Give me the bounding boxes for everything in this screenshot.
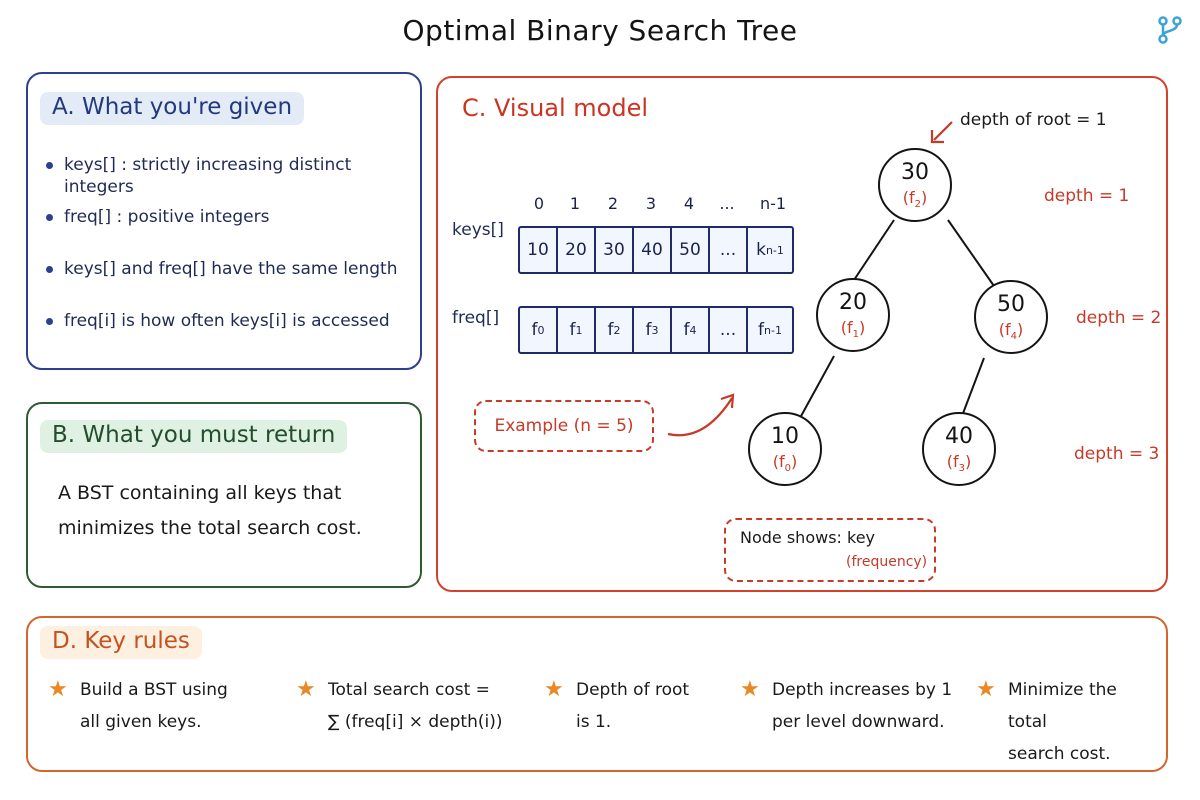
example-box: Example (n = 5) [474,400,654,452]
bullet-icon [46,266,53,273]
given-list: keys[] : strictly increasing distinct in… [42,154,420,362]
node-key: 50 [997,292,1025,317]
node-key: 10 [771,424,799,449]
star-icon: ★ [740,677,760,702]
page-title: Optimal Binary Search Tree [402,14,798,47]
star-icon: ★ [48,677,68,702]
tree-node-30: 30 (f2) [878,148,952,222]
tree-node-40: 40 (f3) [922,412,996,486]
root-arrow [933,121,953,141]
keys-cell: 20 [558,228,596,272]
example-arrow [667,397,733,437]
rule-item: ★ Depth increases by 1 per level downwar… [740,674,976,770]
rule-item: ★ Build a BST using all given keys. [48,674,296,770]
legend-sub-text: (frequency) [846,554,928,570]
tree-node-20: 20 (f1) [816,278,890,352]
node-frequency: (f0) [772,452,798,475]
index-label: 0 [533,194,545,213]
index-label: n-1 [759,194,787,213]
rule-item: ★ Depth of root is 1. [544,674,740,770]
bullet-icon [46,214,53,221]
edge-30-50 [947,219,995,287]
node-key: 30 [901,160,929,185]
rule-item: ★ Minimize the total search cost. [976,674,1146,770]
keys-cell: 30 [596,228,634,272]
node-frequency: (f2) [902,188,928,211]
node-key: 20 [839,290,867,315]
branch-icon[interactable] [1154,14,1186,46]
given-item: freq[i] is how often keys[i] is accessed [42,310,420,362]
rule-item: ★ Total search cost = ∑ (freq[i] × depth… [296,674,544,770]
index-label: 1 [569,194,581,213]
keys-cell: 50 [672,228,710,272]
bullet-icon [46,162,53,169]
tree-edges [667,121,995,437]
keys-cell: ... [710,228,748,272]
freq-array-label: freq[] [452,308,500,328]
root-depth-note: depth of root = 1 [960,110,1107,130]
depth-label-3: depth = 3 [1074,444,1160,464]
panel-b-title: B. What you must return [40,420,348,453]
index-label: 2 [607,194,619,213]
node-key: 40 [945,424,973,449]
node-frequency: (f3) [946,452,972,475]
panel-return: B. What you must return A BST containing… [26,402,422,588]
given-item: keys[] and freq[] have the same length [42,258,420,310]
rules-list: ★ Build a BST using all given keys. ★ To… [48,674,1148,770]
freq-cell: ... [710,308,748,352]
star-icon: ★ [544,677,564,702]
panel-given: A. What you're given keys[] : strictly i… [26,72,422,370]
panel-a-title: A. What you're given [40,92,305,125]
tree-node-10: 10 (f0) [748,412,822,486]
node-frequency: (f1) [840,318,866,341]
panel-visual-model: C. Visual model 0 1 2 3 4 ... n-1 keys[]… [436,76,1168,592]
edge-20-10 [799,355,835,419]
return-description: A BST containing all keys that minimizes… [58,482,362,539]
depth-label-1: depth = 1 [1044,186,1130,206]
given-item: keys[] : strictly increasing distinct in… [42,154,420,206]
panel-c-title: C. Visual model [462,94,649,122]
keys-array-label: keys[] [452,220,504,240]
bullet-icon [46,318,53,325]
keys-cell: 40 [634,228,672,272]
edge-30-20 [849,219,895,287]
index-label: 4 [683,194,695,213]
keys-cell: 10 [520,228,558,272]
given-item: freq[] : positive integers [42,206,420,258]
index-label: ... [719,194,735,213]
node-frequency: (f4) [998,320,1024,343]
root-arrow-head [930,130,944,144]
example-arrow-head [720,393,735,409]
legend-main-text: Node shows: key [740,528,876,547]
tree-node-50: 50 (f4) [974,280,1048,354]
panel-d-title: D. Key rules [40,626,202,659]
index-label: 3 [645,194,657,213]
node-legend: Node shows: key (frequency) [724,518,936,582]
star-icon: ★ [976,677,996,702]
star-icon: ★ [296,677,316,702]
edge-50-40 [961,357,985,417]
panel-key-rules: D. Key rules ★ Build a BST using all giv… [26,616,1168,772]
depth-label-2: depth = 2 [1076,308,1162,328]
